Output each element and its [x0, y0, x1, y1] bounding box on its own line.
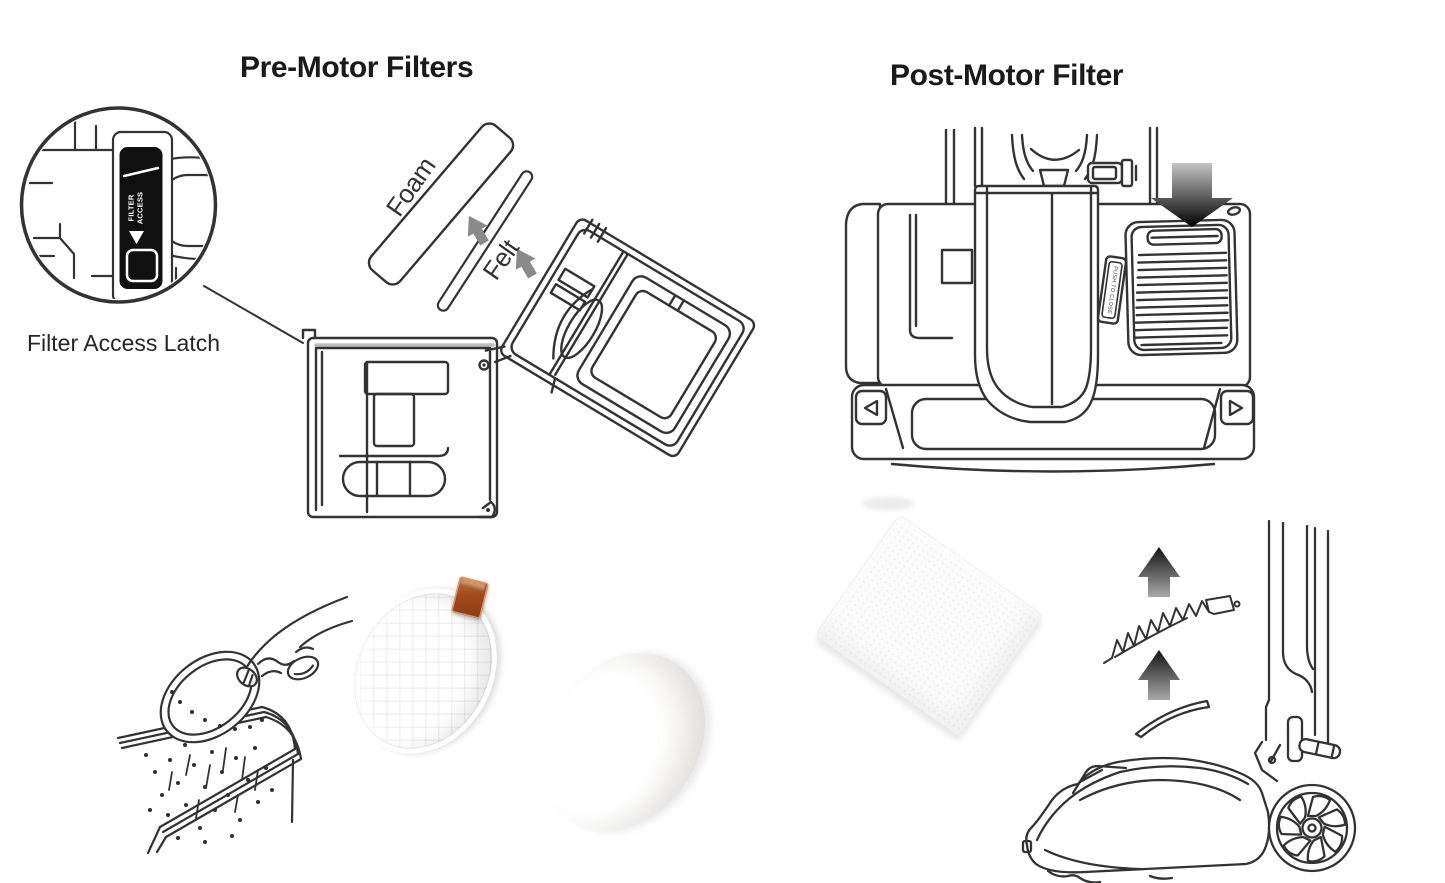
bumper-left-release: [854, 389, 888, 426]
bumper-right-release: [1219, 389, 1255, 426]
filter-access-latch-label: Filter Access Latch: [27, 330, 221, 356]
remove-up-arrow-top-icon: [1138, 547, 1180, 597]
hand-shake-filter-drawing: [116, 595, 354, 855]
latch-badge-text: FILTER ACCESS: [126, 191, 144, 225]
latch-button: [125, 248, 159, 283]
debris-streaks: [168, 747, 259, 819]
pad-shadow: [862, 497, 914, 510]
post-motor-vacuum-drawing: [844, 126, 1256, 473]
callout-leader-line: [203, 285, 304, 344]
magnifier-circle: [19, 106, 218, 304]
debris-dots: [144, 690, 274, 844]
latch-down-arrow-icon: [129, 231, 144, 244]
post-motor-title: Post-Motor Filter: [890, 59, 1124, 92]
push-to-close-tab: [1096, 255, 1128, 325]
remove-up-arrow-bottom-icon: [1138, 650, 1180, 700]
upright-vacuum-side-drawing: [1021, 515, 1357, 883]
foam-filter-drawing: [367, 122, 515, 286]
filter-access-latch: [119, 147, 163, 289]
post-motor-filter-grille: [1124, 218, 1239, 357]
gasket-strip-drawing: [1134, 699, 1211, 739]
dust-cup-drawing: [301, 328, 499, 519]
insert-down-arrow-icon: [1151, 163, 1233, 227]
held-filter-oval: [159, 650, 261, 744]
corrugated-filter-strip-drawing: [1103, 595, 1241, 664]
rear-wheel-drawing: [1267, 783, 1357, 873]
magnifier-inset-drawing: [19, 106, 304, 344]
pre-motor-title: Pre-Motor Filters: [240, 51, 474, 84]
dust-cup-lid-drawing: [484, 218, 756, 458]
